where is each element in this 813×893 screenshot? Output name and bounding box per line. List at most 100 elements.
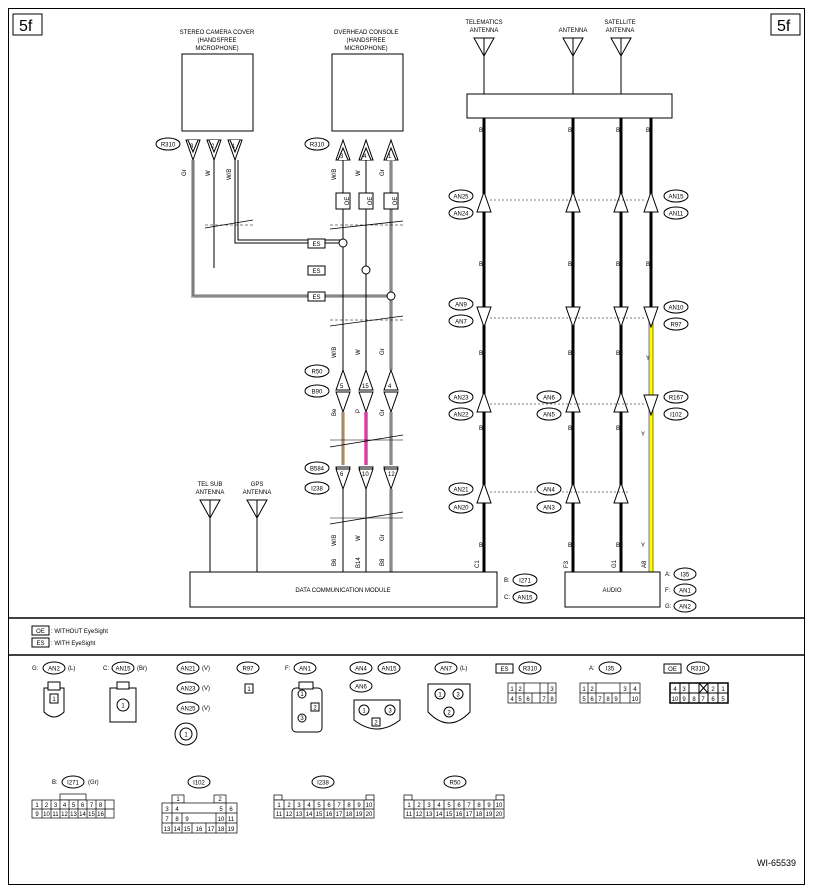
svg-text:10: 10 [366, 803, 373, 809]
wire-label-w-2: W [356, 170, 362, 176]
face-an4-pin2-box [371, 717, 381, 727]
pin-10-b584: 10 [362, 472, 369, 478]
legend-es-tag: ES [36, 641, 44, 647]
svg-text:12: 12 [61, 812, 68, 818]
pin-4-overhead: 4 [363, 154, 367, 160]
face-an21-name: AN21 [180, 667, 196, 673]
connector-tag-an1 [673, 583, 697, 597]
svg-text:8: 8 [477, 803, 481, 809]
svg-text:9: 9 [185, 817, 189, 823]
svg-text:20: 20 [366, 812, 373, 818]
svg-text:15: 15 [88, 812, 95, 818]
svg-text:8: 8 [99, 803, 103, 809]
r50-b90-connectors [335, 368, 399, 414]
svg-text:B: B [646, 262, 650, 268]
connector-tag-an25-text: AN25 [453, 195, 469, 201]
connector-tag-r310-b-text: R310 [310, 143, 325, 149]
svg-text:4: 4 [175, 807, 179, 813]
face-an15-tag [111, 661, 135, 675]
gps-label-2: ANTENNA [243, 490, 272, 496]
svg-text:B: B [568, 426, 572, 432]
svg-text:1: 1 [277, 803, 281, 809]
face-es-r310-p7: 7 [542, 697, 546, 703]
antenna-icon [562, 37, 584, 94]
face-an4-pin3-circle [384, 704, 396, 716]
pin-1-stereo: 1 [232, 144, 236, 150]
es-tag-2 [307, 265, 326, 276]
svg-text:2: 2 [45, 803, 49, 809]
svg-text:3: 3 [54, 803, 58, 809]
connector-tag-an2 [673, 599, 697, 613]
connector-tag-i35-text: I35 [681, 573, 690, 579]
svg-text:14: 14 [79, 812, 86, 818]
face-i35-p6: 6 [590, 697, 594, 703]
face-an15-pin [116, 698, 130, 712]
wire-label-gr-3: Gr [380, 348, 386, 355]
satellite-label-1: SATELLITE [604, 20, 635, 26]
face-an1-name: AN1 [299, 667, 311, 673]
legend-oe-text: : WITHOUT EyeSight [51, 629, 108, 635]
face-i271-color: (Gr) [88, 780, 99, 786]
svg-text:7: 7 [90, 803, 94, 809]
face-an4-pin1-circle [358, 704, 370, 716]
antenna-wire-labels: B B B B B B B B B B B Y B B B Y B B B Y [479, 128, 650, 549]
svg-text:10: 10 [218, 817, 225, 823]
face-oe-r310-p2: 2 [711, 687, 715, 693]
es-tag-1-text: ES [312, 242, 320, 248]
svg-text:1: 1 [407, 803, 411, 809]
audio-pfx-f: F: [665, 588, 671, 594]
connector-tag-b90-text: B90 [312, 390, 323, 396]
connector-tag-an10 [663, 300, 689, 314]
svg-text:7: 7 [337, 803, 341, 809]
svg-text:17: 17 [466, 812, 473, 818]
face-an21-tag [176, 661, 200, 675]
connector-tag-b584 [304, 461, 330, 475]
connector-tag-an21-text: AN21 [453, 488, 469, 494]
legend-oe-tag-box [31, 625, 50, 636]
svg-text:3: 3 [297, 803, 301, 809]
wire-label-wb-2: W/B [332, 169, 338, 180]
face-an1-pin1-circle [297, 689, 307, 699]
face-i35-p10: 10 [632, 697, 639, 703]
wire-label-wb-1: W/B [227, 169, 233, 180]
connector-tag-an15-dcm-text: AN15 [517, 596, 533, 602]
svg-text:14: 14 [436, 812, 443, 818]
face-an6-tag [349, 679, 373, 693]
svg-text:2: 2 [218, 797, 222, 803]
svg-text:9: 9 [357, 803, 361, 809]
connector-tag-an3-text: AN3 [543, 506, 555, 512]
connector-tag-r167 [663, 390, 689, 404]
svg-text:B: B [568, 128, 572, 134]
face-an21-color: (V) [202, 666, 210, 672]
audio-pfx-a: A: [665, 572, 671, 578]
connector-tag-an4-text: AN4 [543, 488, 555, 494]
face-an4-pin2: 2 [374, 721, 378, 727]
audio-pfx-g: G: [665, 604, 672, 610]
svg-text:B: B [616, 262, 620, 268]
face-i102-grid [161, 794, 238, 834]
svg-text:20: 20 [496, 812, 503, 818]
tel-sub-label-2: ANTENNA [196, 490, 225, 496]
face-an4-pin1: 1 [362, 709, 366, 715]
svg-text:B: B [479, 351, 483, 357]
face-an1-tag [293, 661, 317, 675]
face-f-prefix: F: [285, 666, 291, 672]
svg-text:6: 6 [81, 803, 85, 809]
svg-text:9: 9 [487, 803, 491, 809]
page-code-box-left [12, 13, 43, 36]
face-an2-name: AN2 [48, 667, 60, 673]
face-es-r310-grid [507, 682, 557, 704]
face-r50-grid [403, 794, 505, 819]
es-tag-3-text: ES [312, 295, 320, 301]
face-an4-pin3: 3 [388, 709, 392, 715]
connector-tag-an2-text: AN2 [679, 605, 691, 611]
face-c-prefix: C: [103, 666, 109, 672]
tel-sub-label-1: TEL SUB [198, 482, 223, 488]
face-r97-pin1: 1 [247, 687, 251, 693]
stereo-camera-box [181, 53, 254, 132]
pin-3-overhead: 3 [340, 154, 344, 160]
tel-sub-antenna-icon [199, 499, 221, 572]
connector-tag-b90 [304, 384, 330, 398]
connector-tag-r310-b [304, 137, 330, 151]
face-an2-latch [47, 681, 61, 691]
